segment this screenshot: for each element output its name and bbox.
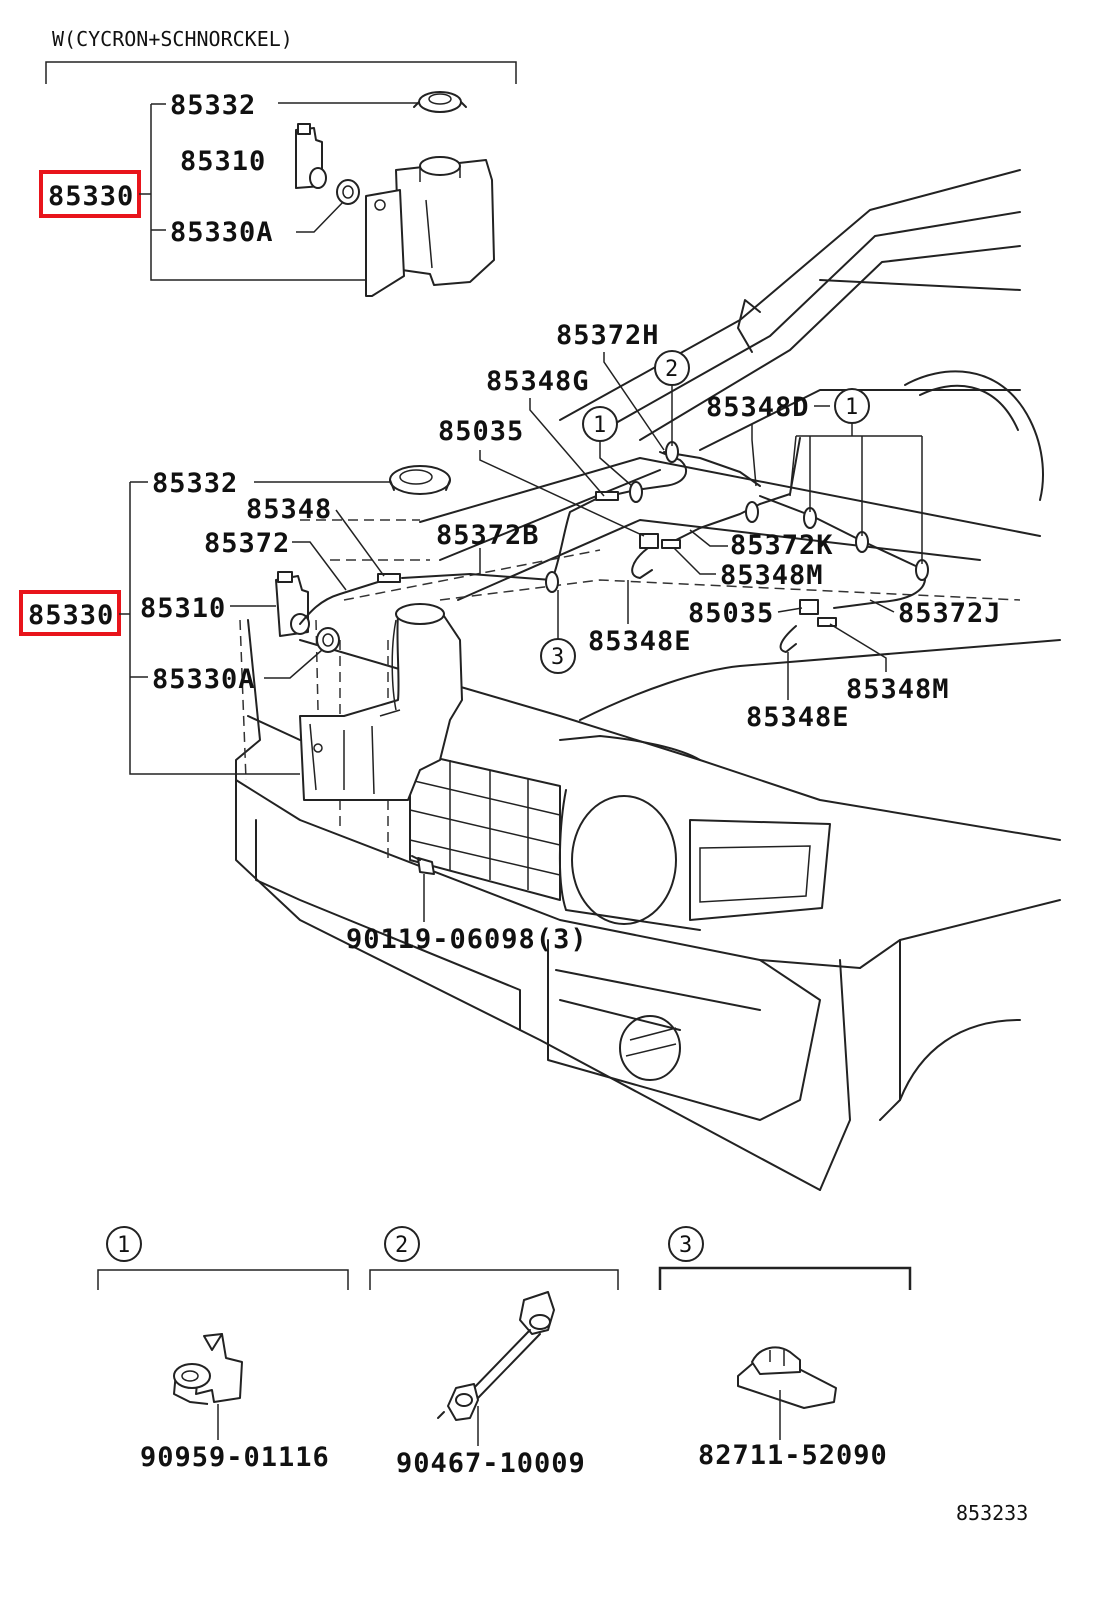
top-tank-drawing	[365, 156, 495, 297]
variant-caption: W(CYCRON+SCHNORCKEL)	[52, 27, 293, 51]
callout-2[interactable]: 2	[654, 350, 690, 446]
detail-1-callout	[106, 1226, 142, 1262]
diagram-id: 853233	[956, 1501, 1028, 1525]
label-85372K[interactable]: 85372K	[730, 530, 834, 561]
main-assembly-highlight	[19, 590, 121, 636]
main-tank-drawing	[299, 603, 463, 801]
main-group-bracket	[119, 481, 300, 775]
label-85035-upper[interactable]: 85035	[438, 416, 524, 447]
clamp-90467-drawing	[437, 1291, 555, 1421]
leader-85372J	[869, 599, 895, 613]
leader-main-85330A	[264, 649, 323, 679]
detail-3-ref: 3	[679, 1233, 692, 1258]
label-85035-lower[interactable]: 85035	[688, 598, 774, 629]
callout-1-right-text: 1	[845, 395, 858, 420]
detail-2-part-number[interactable]: 90467-10009	[396, 1448, 586, 1479]
detail-panel-2: 2 90467-10009	[369, 1226, 619, 1479]
detail-panel-3: 3 82711-52090	[658, 1226, 912, 1471]
top-part-85330A[interactable]: 85330A	[170, 217, 274, 248]
label-85372[interactable]: 85372	[204, 528, 290, 559]
vehicle-outline	[235, 169, 1061, 1191]
hose-routing	[299, 437, 929, 653]
leader-85372K	[689, 529, 728, 547]
main-pump-drawing	[275, 571, 310, 637]
callout-3[interactable]: 3	[540, 590, 576, 674]
detail-2-ref: 2	[395, 1233, 408, 1258]
leader-85348M-lower	[829, 623, 887, 672]
bolt-drawing	[411, 855, 435, 875]
clip-82711-drawing	[737, 1346, 837, 1409]
callout-1-upper-text: 1	[593, 413, 606, 438]
leader-85348G	[529, 398, 605, 497]
label-85348G[interactable]: 85348G	[486, 366, 590, 397]
detail-3-callout	[668, 1226, 704, 1262]
main-grommet-drawing	[316, 627, 340, 653]
label-85348M-upper[interactable]: 85348M	[720, 560, 824, 591]
label-85372B[interactable]: 85372B	[436, 520, 540, 551]
label-85372J[interactable]: 85372J	[898, 598, 1002, 629]
variant-bracket	[45, 61, 517, 84]
main-assembly-number[interactable]: 85330	[28, 600, 114, 631]
detail-1-ref: 1	[117, 1233, 130, 1258]
leader-85372H	[603, 352, 665, 451]
top-pump-drawing	[295, 123, 327, 189]
detail-3-part-number[interactable]: 82711-52090	[698, 1440, 888, 1471]
label-85348E-lower[interactable]: 85348E	[746, 702, 850, 733]
leader-85348M-upper	[673, 547, 716, 575]
leader-top-85330A	[296, 199, 346, 233]
leader-85035-upper	[479, 450, 645, 537]
label-85348E-upper[interactable]: 85348E	[588, 626, 692, 657]
top-assembly-number[interactable]: 85330	[48, 181, 134, 212]
main-cap-drawing	[389, 465, 451, 495]
leader-85348D	[751, 424, 757, 487]
top-part-85332[interactable]: 85332	[170, 90, 256, 121]
main-part-85332[interactable]: 85332	[152, 468, 238, 499]
leader-85348	[335, 509, 385, 577]
label-bolt-90119[interactable]: 90119-06098(3)	[346, 924, 588, 955]
top-group-bracket	[139, 103, 372, 281]
callout-1-upper[interactable]: 1	[582, 406, 633, 487]
leader-85372	[292, 541, 347, 591]
label-85348D[interactable]: 85348D	[706, 392, 810, 423]
leader-85035-lower	[777, 607, 803, 613]
detail-1-part-number[interactable]: 90959-01116	[140, 1442, 330, 1473]
label-85372H[interactable]: 85372H	[556, 320, 660, 351]
callout-2-text: 2	[665, 357, 678, 382]
main-part-85330A[interactable]: 85330A	[152, 664, 256, 695]
label-85348[interactable]: 85348	[246, 494, 332, 525]
detail-2-callout	[384, 1226, 420, 1262]
label-85348M-lower[interactable]: 85348M	[846, 674, 950, 705]
main-part-85310[interactable]: 85310	[140, 593, 226, 624]
top-part-85310[interactable]: 85310	[180, 146, 266, 177]
clip-90959-drawing	[173, 1333, 243, 1405]
top-grommet-drawing	[336, 179, 360, 205]
callout-3-text: 3	[551, 645, 564, 670]
detail-panel-1: 1 90959-01116	[97, 1226, 349, 1473]
top-cap-drawing	[413, 91, 467, 113]
callout-1-right[interactable]: 1	[789, 388, 923, 564]
